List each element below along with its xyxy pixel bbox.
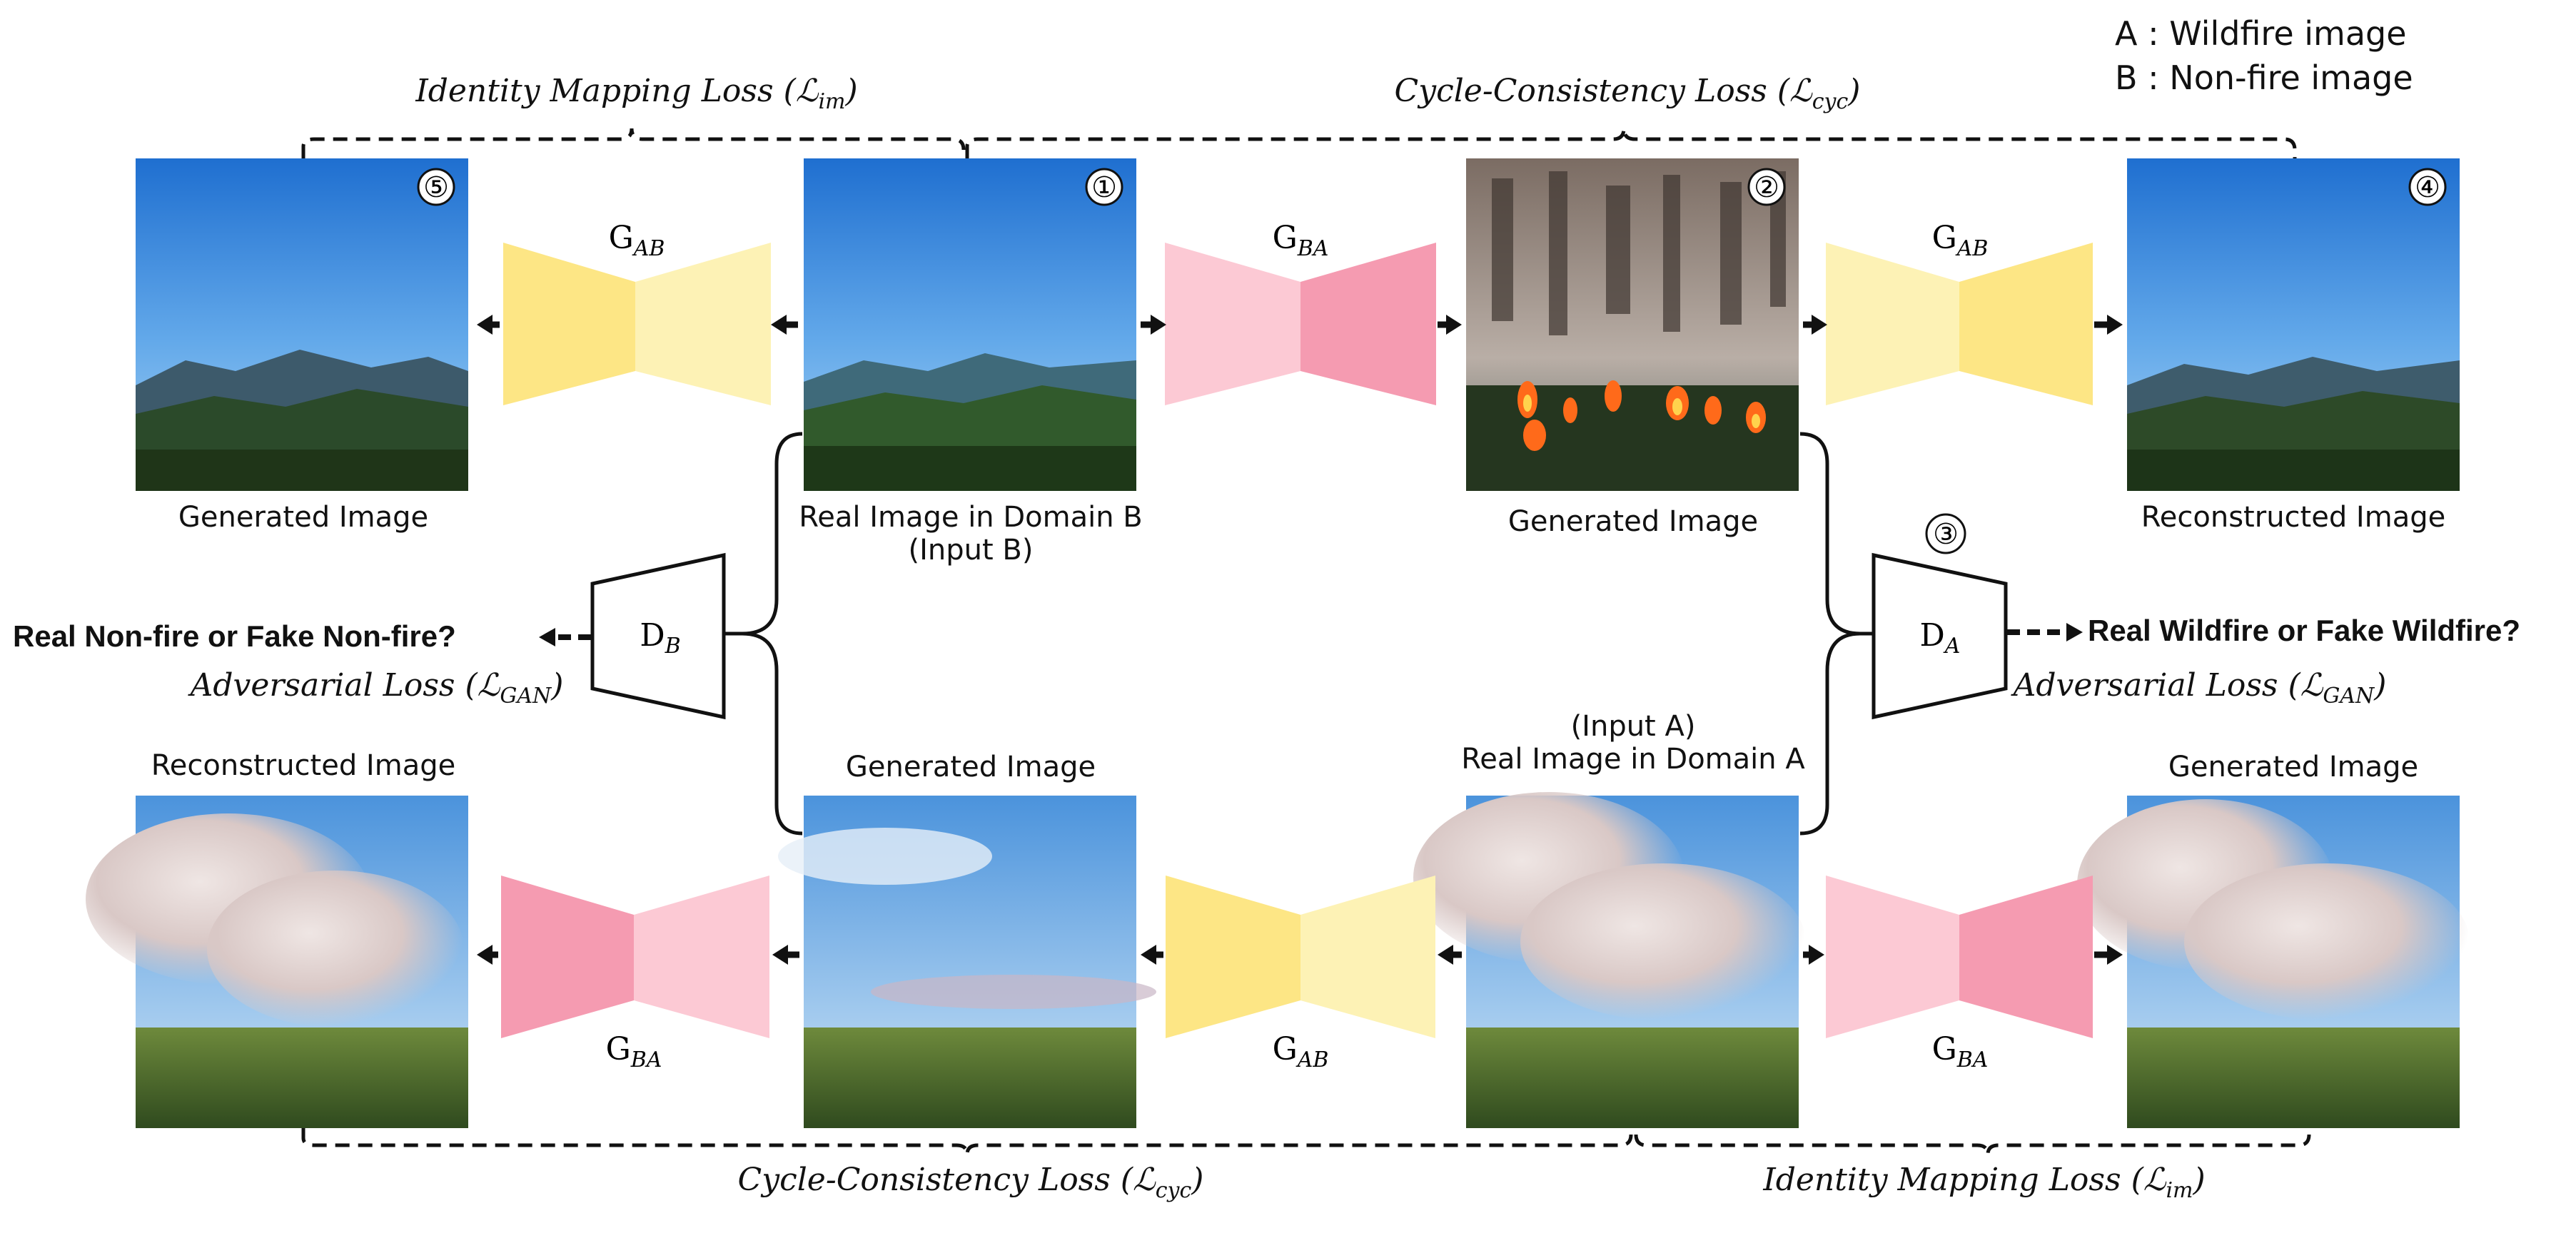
caption-bottom-left: Reconstructed Image — [151, 749, 456, 782]
badge-4: ④ — [2408, 168, 2447, 206]
image-reconstructed-nonfire-4 — [2127, 158, 2460, 491]
svg-text:GAB: GAB — [609, 220, 665, 261]
question-right: Real Wildfire or Fake Wildfire? — [2088, 614, 2521, 647]
legend: A : Wildfire image B : Non-fire image — [2115, 11, 2413, 100]
caption-bottom-domain-a: (Input A) Real Image in Domain A — [1461, 710, 1805, 776]
image-generated-wildfire-2 — [1466, 158, 1799, 491]
badge-3: ③ — [1925, 513, 1966, 554]
generator-gab-top-right: GAB — [1826, 220, 2093, 405]
svg-text:①: ① — [1091, 171, 1117, 204]
svg-text:DB: DB — [640, 617, 680, 659]
question-left: Real Non-fire or Fake Non-fire? — [13, 619, 456, 653]
caption-img1: Real Image in Domain B (Input B) — [799, 501, 1143, 567]
generator-gab-bottom-mid: GAB — [1166, 876, 1435, 1072]
generator-gba-bottom-right: GBA — [1826, 876, 2093, 1072]
badge-2: ② — [1747, 168, 1786, 206]
legend-item-a: A : Wildfire image — [2115, 14, 2407, 53]
caption-img5: Generated Image — [178, 501, 429, 534]
svg-text:DA: DA — [1920, 617, 1961, 659]
svg-text:GBA: GBA — [1932, 1031, 1989, 1072]
generator-gba-bottom-left: GBA — [501, 876, 769, 1072]
image-real-domain-b — [804, 158, 1136, 491]
svg-text:③: ③ — [1933, 518, 1959, 551]
flow-arrows — [477, 315, 2123, 965]
badge-5: ⑤ — [417, 168, 455, 206]
loss-label-cycle-top: Cycle-Consistency Loss (ℒcyc) — [1394, 73, 1861, 114]
caption-bottom-mid: Generated Image — [845, 751, 1096, 783]
caption-img4: Reconstructed Image — [2141, 501, 2446, 534]
image-generated-nonfire-5 — [136, 158, 468, 491]
discriminator-connectors — [725, 432, 1872, 836]
discriminator-db: DB — [590, 552, 726, 720]
svg-text:GAB: GAB — [1932, 220, 1989, 261]
caption-img2: Generated Image — [1507, 505, 1759, 538]
badge-1: ① — [1085, 168, 1123, 206]
svg-text:GAB: GAB — [1273, 1031, 1329, 1072]
svg-text:⑤: ⑤ — [423, 171, 449, 204]
legend-item-b: B : Non-fire image — [2115, 59, 2413, 98]
svg-text:GBA: GBA — [1273, 220, 1329, 261]
loss-label-identity-bottom: Identity Mapping Loss (ℒim) — [1763, 1162, 2206, 1203]
loss-label-adversarial-left: Adversarial Loss (ℒGAN) — [190, 667, 564, 709]
image-generated-wildfire-bottom — [2077, 796, 2470, 1128]
loss-label-adversarial-right: Adversarial Loss (ℒGAN) — [2013, 667, 2387, 709]
loss-label-cycle-bottom: Cycle-Consistency Loss (ℒcyc) — [737, 1162, 1204, 1203]
image-reconstructed-wildfire — [86, 796, 468, 1128]
image-real-domain-a — [1413, 792, 1806, 1128]
generator-gba-top-mid: GBA — [1165, 220, 1436, 405]
discriminator-da: DA — [1872, 552, 2008, 720]
svg-text:②: ② — [1754, 171, 1779, 204]
question-arrows — [539, 623, 2083, 646]
caption-bottom-right: Generated Image — [2168, 751, 2419, 783]
image-generated-nonfire-bottom — [778, 796, 1156, 1128]
loss-braces — [301, 128, 2311, 1155]
loss-label-identity-top: Identity Mapping Loss (ℒim) — [415, 73, 858, 114]
generator-gab-top-left: GAB — [503, 220, 771, 405]
svg-text:GBA: GBA — [606, 1031, 662, 1072]
svg-text:④: ④ — [2415, 171, 2440, 204]
